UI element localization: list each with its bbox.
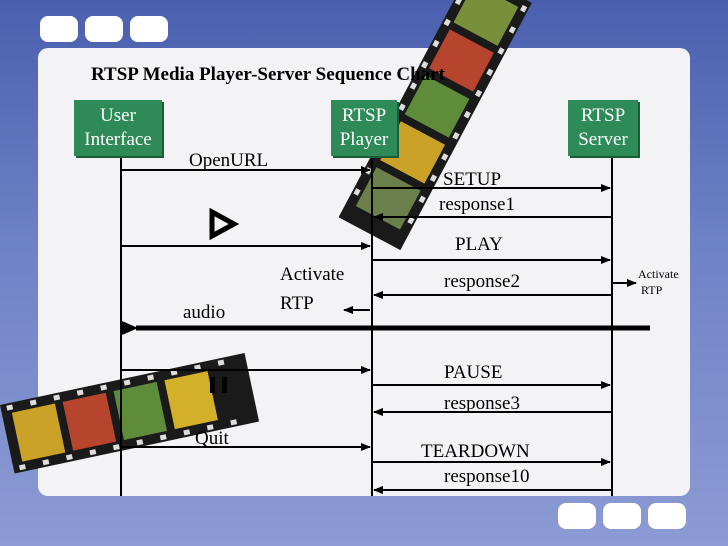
label-response10: response10 [444, 466, 530, 487]
decor-tile-5 [603, 503, 641, 529]
label-quit: Quit [195, 428, 229, 449]
actor-rtsp-player-line2: Player [339, 129, 389, 150]
label-response1: response1 [439, 194, 515, 215]
label-pause: PAUSE [444, 362, 503, 383]
decor-tile-2 [85, 16, 123, 42]
actor-user-interface: User Interface [74, 100, 162, 156]
play-icon [209, 207, 240, 241]
actor-rtsp-server: RTSP Server [568, 100, 638, 156]
label-teardown: TEARDOWN [421, 441, 530, 462]
label-response3: response3 [444, 393, 520, 414]
label-audio: audio [183, 302, 226, 323]
label-server-activate-line2: RTP [641, 282, 663, 297]
label-server-activate-line1: Activate [638, 267, 679, 281]
label-openurl: OpenURL [189, 150, 269, 171]
actor-rtsp-player: RTSP Player [331, 100, 397, 156]
actor-rtsp-player-line1: RTSP [341, 105, 387, 126]
actor-rtsp-server-line1: RTSP [580, 105, 626, 126]
label-server-activate: Activate RTP [638, 267, 679, 298]
decor-tile-6 [648, 503, 686, 529]
actor-rtsp-server-line2: Server [578, 129, 628, 150]
label-activate-line2: RTP [280, 293, 314, 314]
label-play: PLAY [455, 234, 503, 255]
actor-user-interface-line2: Interface [84, 129, 152, 150]
label-setup: SETUP [443, 169, 502, 190]
decor-tile-1 [40, 16, 78, 42]
decor-tile-4 [558, 503, 596, 529]
pause-icon [210, 377, 227, 393]
label-response2: response2 [444, 271, 520, 292]
diagram-title: RTSP Media Player-Server Sequence Chart [91, 64, 445, 85]
actor-user-interface-line1: User [100, 105, 136, 126]
label-activate-line1: Activate [280, 264, 345, 285]
decor-tile-3 [130, 16, 168, 42]
